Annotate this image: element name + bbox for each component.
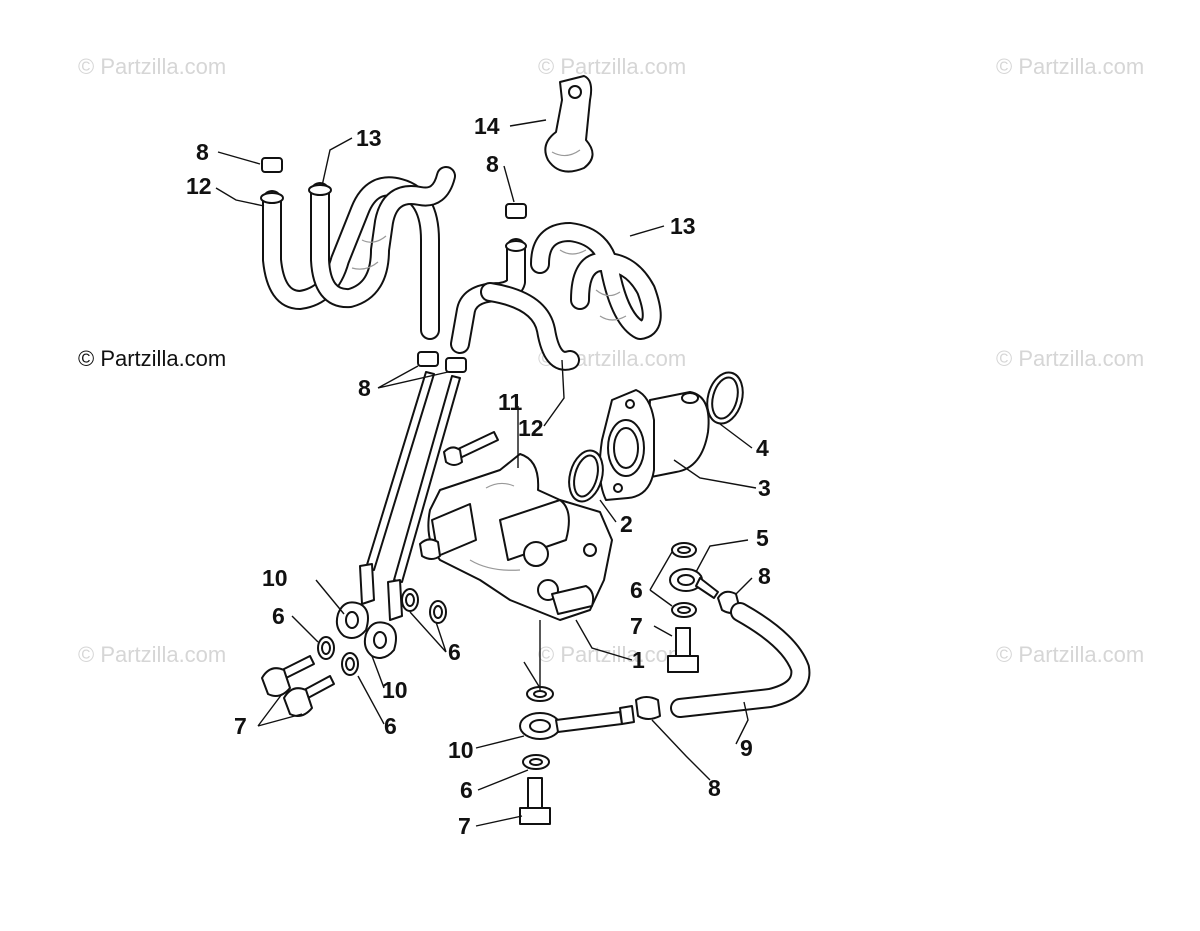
- hose-13-left[interactable]: [308, 166, 456, 309]
- callout-1[interactable]: 1: [632, 647, 645, 673]
- callout-6[interactable]: 6: [448, 639, 461, 665]
- callout-6[interactable]: 6: [272, 603, 285, 629]
- callout-6[interactable]: 6: [384, 713, 397, 739]
- callout-4[interactable]: 4: [756, 435, 769, 461]
- callout-10[interactable]: 10: [448, 737, 474, 763]
- callout-6[interactable]: 6: [460, 777, 473, 803]
- callout-7[interactable]: 7: [458, 813, 471, 839]
- callout-8[interactable]: 8: [196, 139, 209, 165]
- watermark: © Partzilla.com: [78, 54, 227, 79]
- callout-10[interactable]: 10: [382, 677, 408, 703]
- part-3-housing[interactable]: [645, 391, 710, 479]
- part-7-bolt-left-b[interactable]: [283, 675, 335, 717]
- hose-12-middle[interactable]: [450, 238, 580, 371]
- callout-11[interactable]: 11: [498, 389, 523, 415]
- callout-8[interactable]: 8: [486, 151, 499, 177]
- part-14-clip[interactable]: [544, 75, 594, 173]
- clamp-8-bottom[interactable]: [635, 696, 661, 720]
- callout-13[interactable]: 13: [356, 125, 382, 151]
- callout-12[interactable]: 12: [186, 173, 212, 199]
- part-7-bolt-bottom[interactable]: [519, 777, 551, 825]
- callout-8[interactable]: 8: [358, 375, 371, 401]
- part-10-fitting-a[interactable]: [335, 563, 375, 639]
- callout-14[interactable]: 14: [474, 113, 500, 139]
- callouts: 14 13 8 12 8 13 8 11 12 4 3 2 5 6 8 7 1 …: [186, 113, 771, 839]
- callout-2[interactable]: 2: [620, 511, 633, 537]
- clamp-8-top-mid[interactable]: [505, 203, 527, 219]
- flange-plate[interactable]: [598, 389, 655, 501]
- part-10-fitting-b[interactable]: [363, 579, 403, 659]
- callout-6[interactable]: 6: [630, 577, 643, 603]
- watermark-primary: © Partzilla.com: [78, 346, 227, 371]
- callout-10[interactable]: 10: [262, 565, 288, 591]
- callout-12[interactable]: 12: [518, 415, 544, 441]
- part-11-bolt[interactable]: [443, 431, 499, 466]
- part-9-hose[interactable]: [670, 602, 811, 718]
- part-7-bolt-left-a[interactable]: [261, 655, 315, 697]
- hose-13-right[interactable]: [530, 222, 662, 340]
- part-2-oring[interactable]: [564, 447, 608, 506]
- callout-7[interactable]: 7: [234, 713, 247, 739]
- clamp-8-mid-a[interactable]: [417, 351, 439, 367]
- callout-3[interactable]: 3: [758, 475, 771, 501]
- part-5-fitting[interactable]: [669, 568, 719, 599]
- watermark: © Partzilla.com: [996, 54, 1145, 79]
- callout-7[interactable]: 7: [630, 613, 643, 639]
- watermark: © Partzilla.com: [538, 54, 687, 79]
- hose-12-left[interactable]: [262, 176, 440, 340]
- part-4-oring[interactable]: [702, 368, 748, 427]
- feed-line-right[interactable]: [393, 375, 461, 583]
- hose-end-left: [260, 192, 284, 204]
- part-1-oil-pump[interactable]: [419, 453, 613, 621]
- part-7-bolt-right[interactable]: [667, 627, 699, 673]
- part-10-fitting-c[interactable]: [519, 705, 635, 740]
- callout-13[interactable]: 13: [670, 213, 696, 239]
- clamp-8-mid-b[interactable]: [445, 357, 467, 373]
- callout-9[interactable]: 9: [740, 735, 753, 761]
- callout-5[interactable]: 5: [756, 525, 769, 551]
- callout-8[interactable]: 8: [708, 775, 721, 801]
- watermark: © Partzilla.com: [996, 642, 1145, 667]
- callout-8[interactable]: 8: [758, 563, 771, 589]
- feed-line-left[interactable]: [365, 371, 435, 571]
- part-6-washers[interactable]: [317, 542, 697, 770]
- watermark: © Partzilla.com: [78, 642, 227, 667]
- leader-lines: [215, 119, 757, 827]
- watermark: © Partzilla.com: [996, 346, 1145, 371]
- clamp-8-top-left[interactable]: [261, 157, 283, 173]
